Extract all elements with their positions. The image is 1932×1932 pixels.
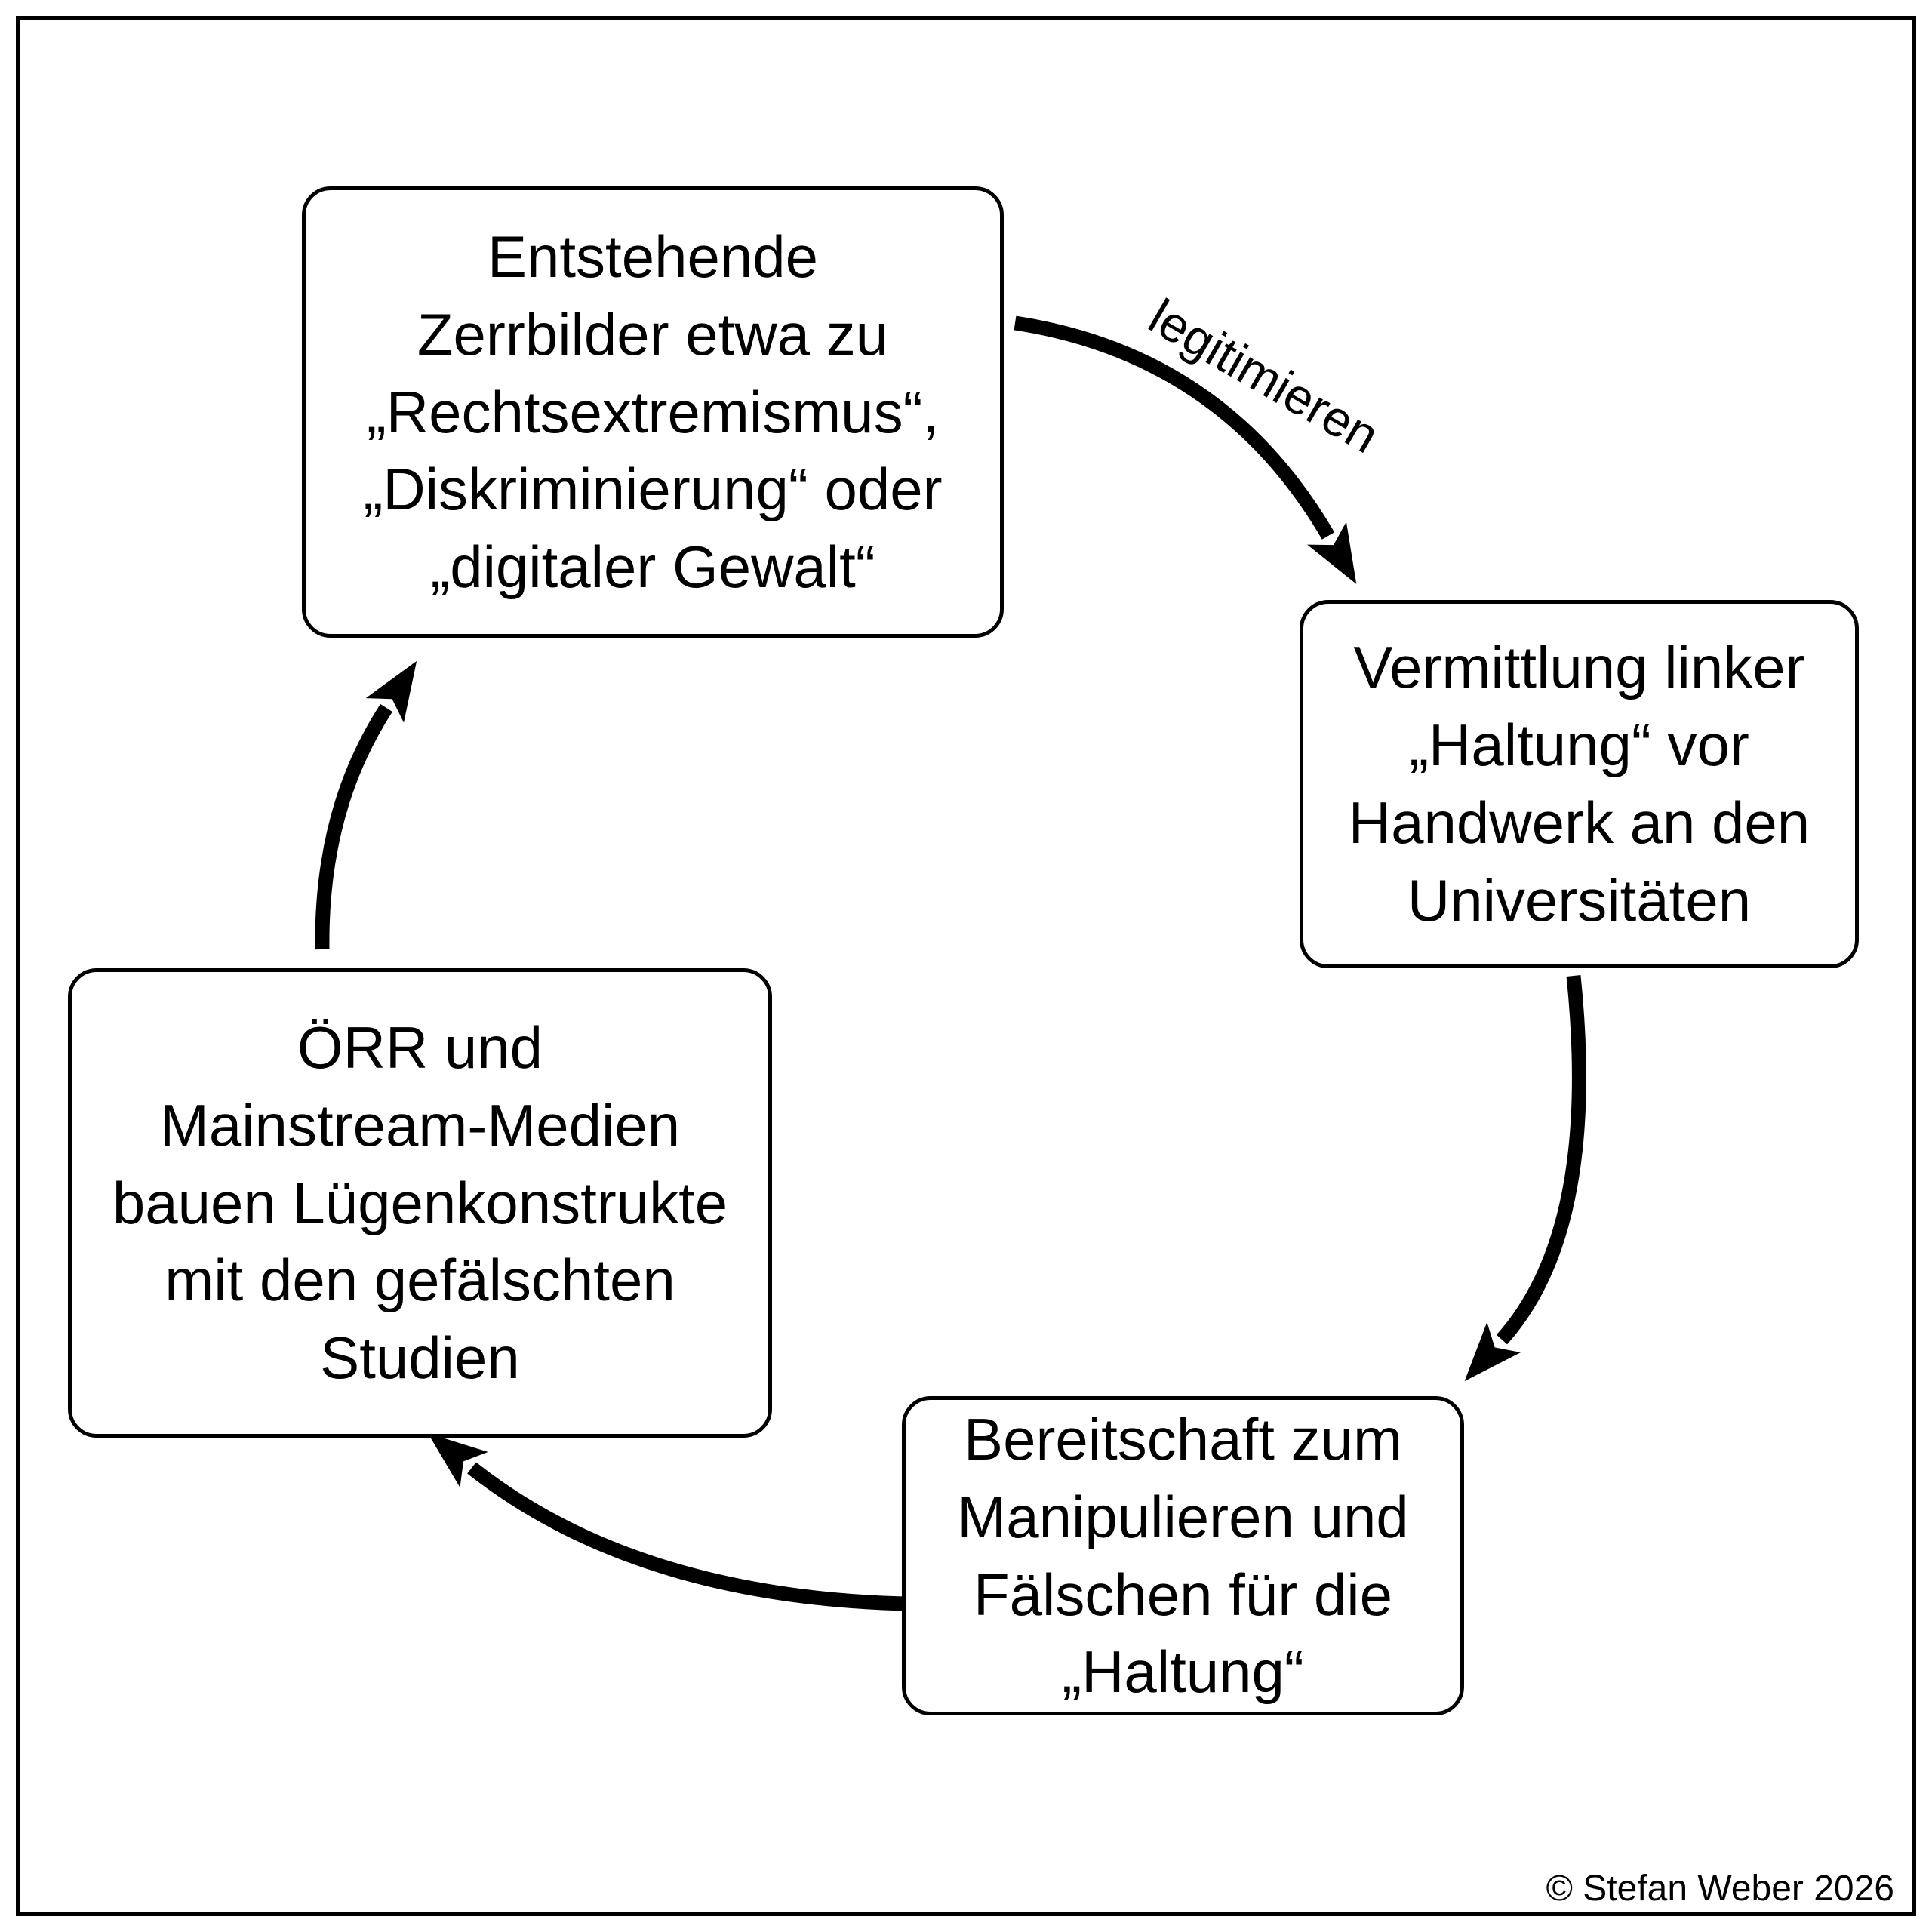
node-bereitschaft-text: Bereitschaft zum Manipulieren und Fälsch… — [957, 1405, 1409, 1706]
arrow-right-to-bottom — [1464, 975, 1586, 1382]
node-vermittlung-text: Vermittlung linker „Haltung“ vor Handwer… — [1348, 634, 1810, 934]
node-oerr-medien-text: ÖRR und Mainstream-Medien bauen Lügenkon… — [112, 1014, 728, 1392]
node-zerrbilder-text: Entstehende Zerrbilder etwa zu „Rechtsex… — [363, 223, 943, 601]
node-vermittlung: Vermittlung linker „Haltung“ vor Handwer… — [1300, 600, 1859, 968]
node-oerr-medien: ÖRR und Mainstream-Medien bauen Lügenkon… — [68, 968, 772, 1438]
copyright-text: © Stefan Weber 2026 — [1546, 1869, 1894, 1909]
arrow-top-to-right — [1014, 315, 1357, 584]
node-zerrbilder: Entstehende Zerrbilder etwa zu „Rechtsex… — [302, 186, 1004, 638]
node-bereitschaft: Bereitschaft zum Manipulieren und Fälsch… — [902, 1396, 1464, 1715]
arrow-left-to-top — [315, 660, 417, 950]
arrow-bottom-to-left — [427, 1433, 905, 1611]
